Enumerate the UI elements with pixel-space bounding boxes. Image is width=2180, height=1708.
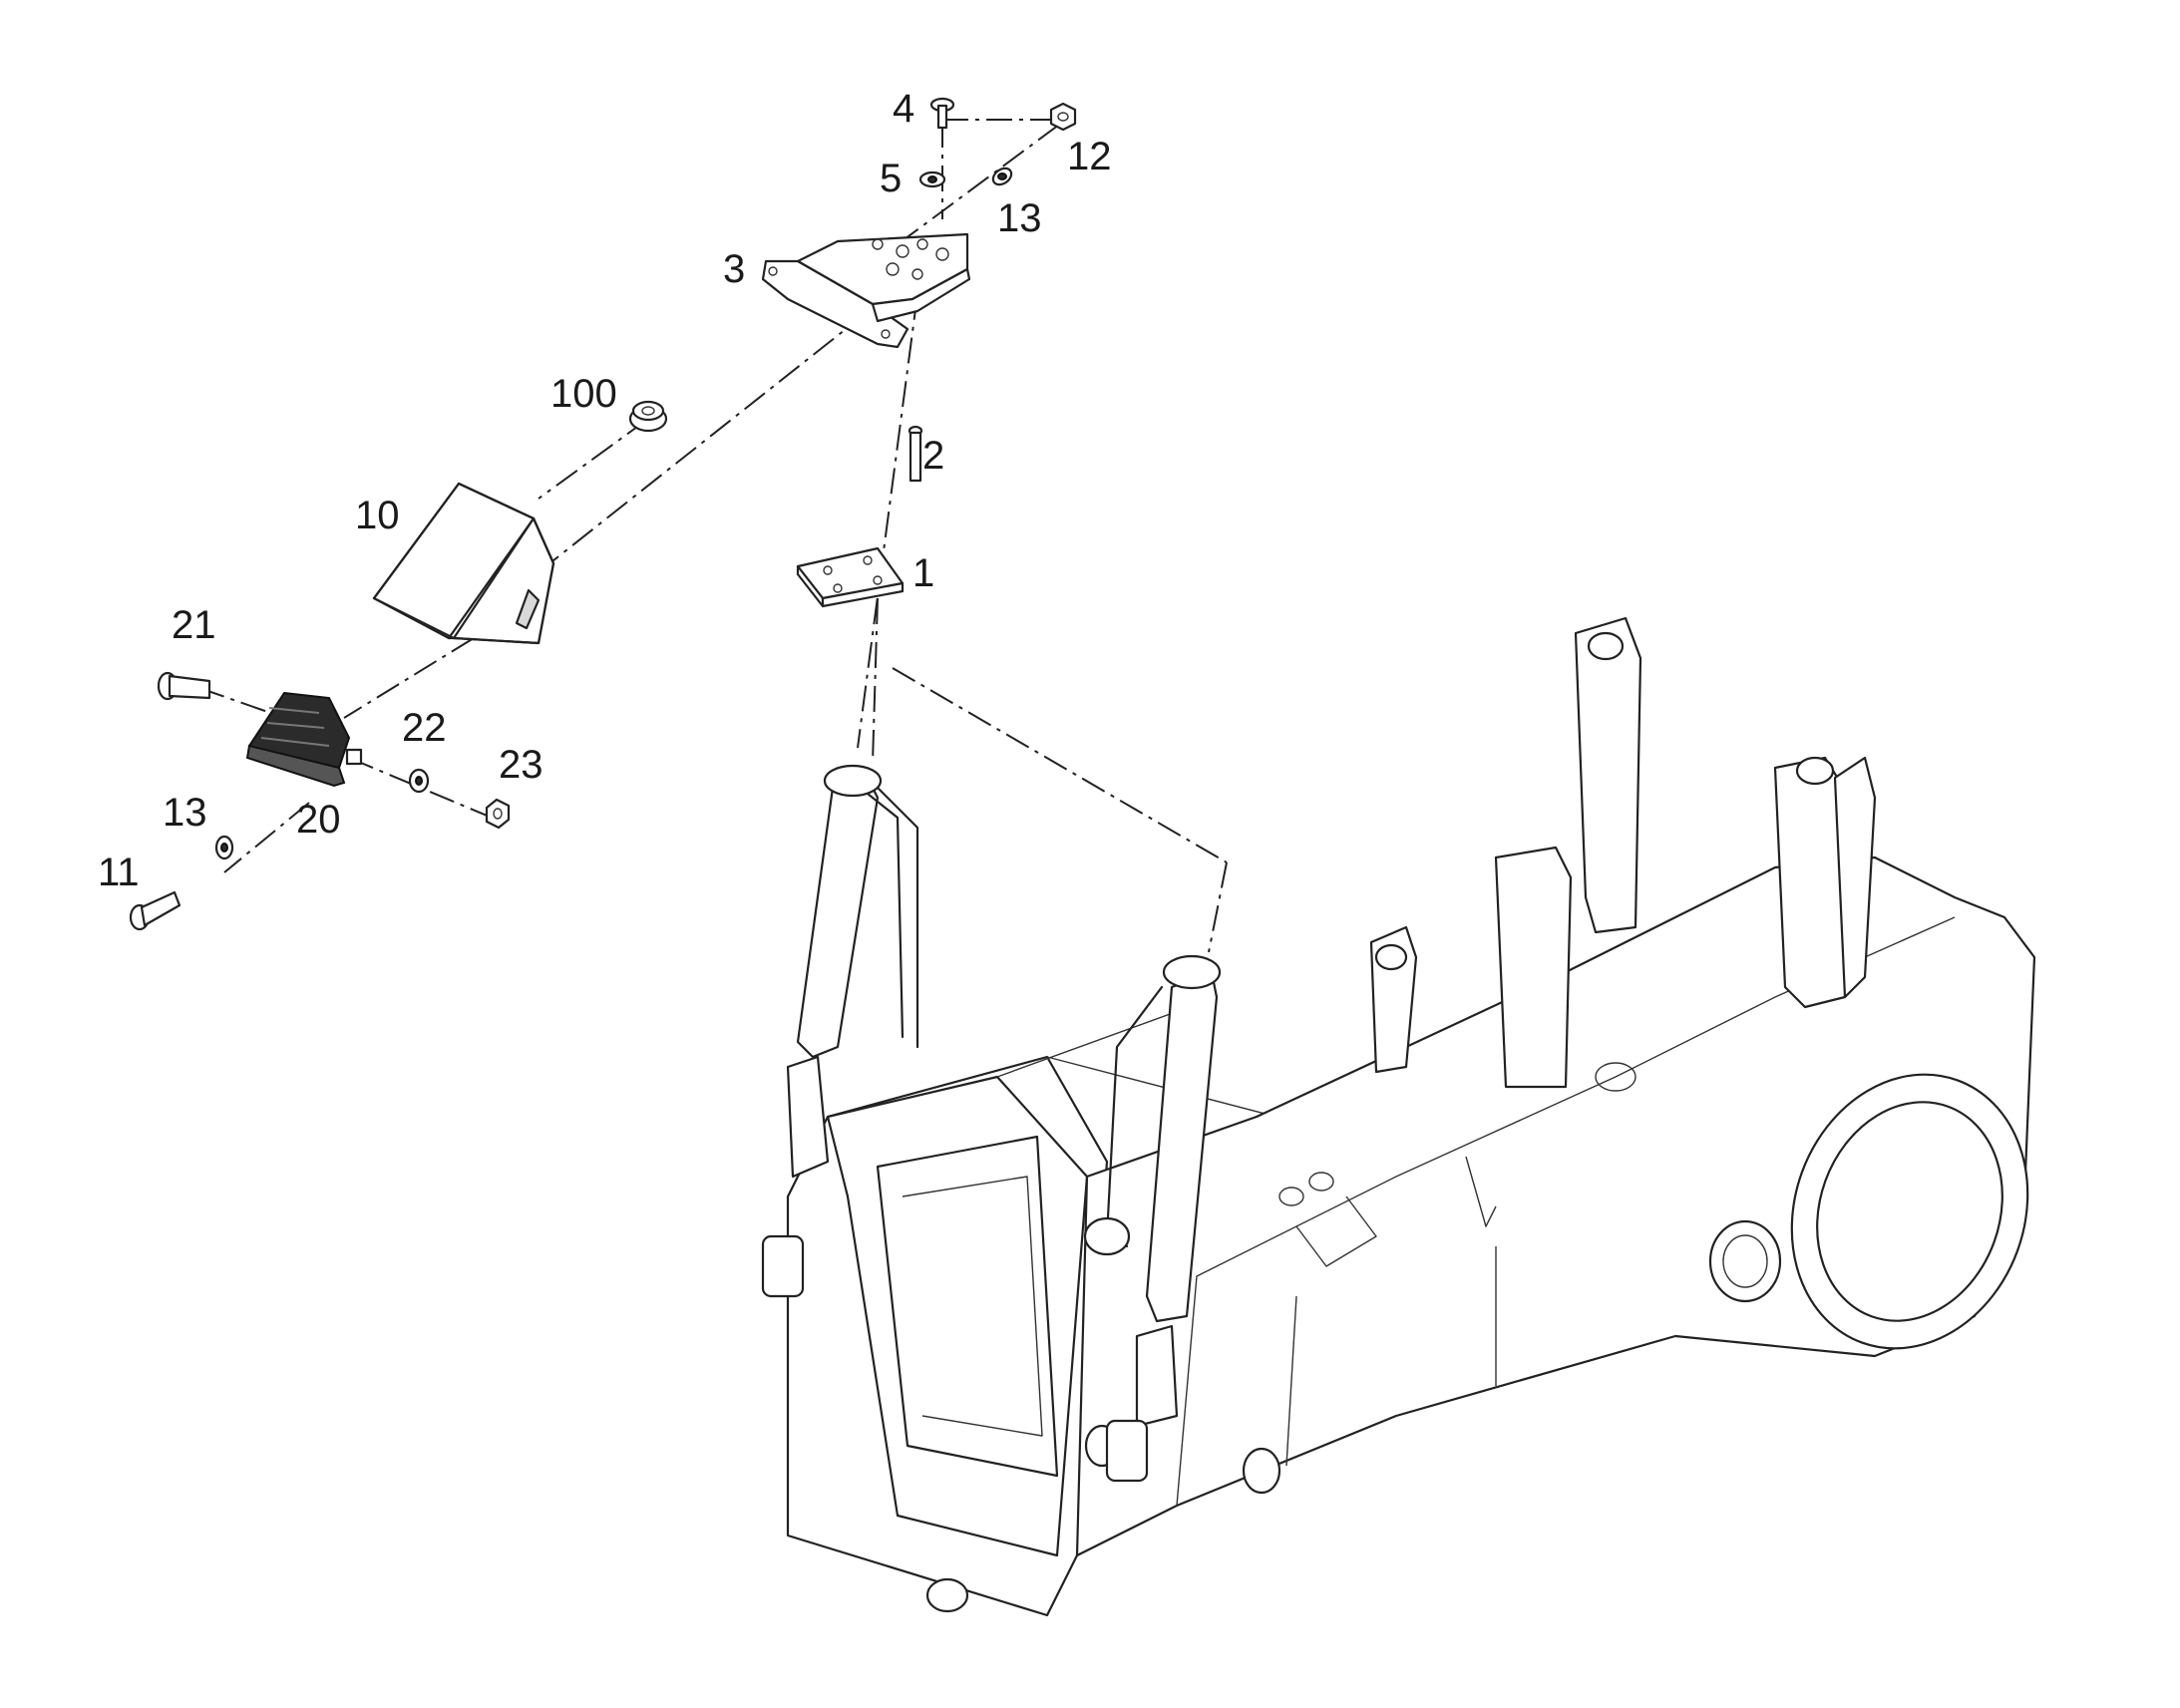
callout-1: 1 [912,551,934,595]
callout-23: 23 [499,743,544,787]
callout-11: 11 [98,851,140,894]
part-4-bolt [929,97,955,130]
part-12-nut [1049,102,1077,132]
part-21-bolt [157,671,211,701]
callout-13-upper: 13 [997,196,1042,240]
callout-21: 21 [172,603,216,647]
part-2-bolt [908,425,923,483]
machine-frame [786,616,2036,1617]
part-100-grommet [628,400,668,433]
hydraulic-cylinders [761,764,1222,1483]
callout-2: 2 [922,434,944,478]
callout-10: 10 [355,494,400,537]
callout-5: 5 [880,157,902,200]
callout-100: 100 [550,372,617,416]
part-13-washer-upper [991,167,1013,186]
part-3-bracket [761,232,971,349]
callout-4: 4 [893,87,914,131]
part-23-nut [485,798,511,830]
callout-3: 3 [723,247,745,291]
callout-20: 20 [296,798,341,842]
assembly-lines [198,119,1228,953]
part-22-washer [408,768,430,794]
callout-13-lower: 13 [163,791,207,835]
callout-labels: 4 12 5 13 3 100 2 10 1 21 22 23 13 20 11 [98,87,1112,894]
part-20-work-light [245,691,363,788]
part-5-washer [918,171,946,188]
part-1-plate [796,546,905,608]
part-10-cover [372,482,555,645]
part-13-washer-lower [214,835,234,860]
part-11-bolt [129,890,182,931]
callout-12: 12 [1067,135,1112,178]
callout-22: 22 [402,706,447,750]
